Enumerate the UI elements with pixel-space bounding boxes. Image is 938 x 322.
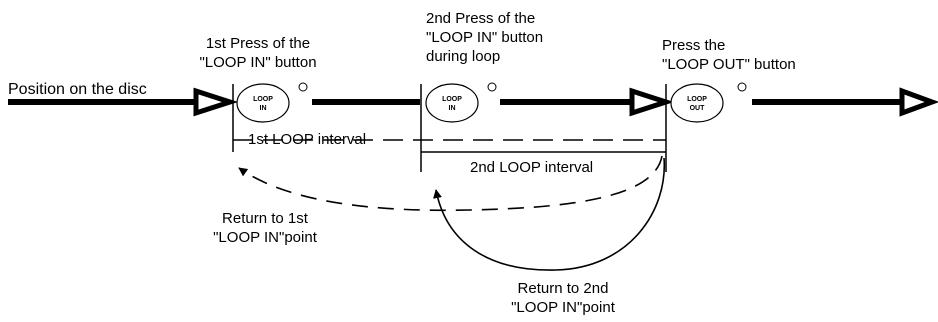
arrowhead-2 xyxy=(629,87,675,117)
indicator-led-1 xyxy=(298,82,308,92)
second-loop-interval-label: 2nd LOOP interval xyxy=(470,159,594,176)
loop-in-button-2: LOOP IN xyxy=(425,83,479,123)
return-first-label: Return to 1st "LOOP IN"point xyxy=(213,210,317,246)
first-loop-interval-label: 1st LOOP interval xyxy=(248,131,367,148)
arrowhead-1 xyxy=(193,87,239,117)
step-1-label: 1st Press of the "LOOP IN" button xyxy=(199,35,317,71)
axis-label: Position on the disc xyxy=(8,81,147,98)
svg-text:LOOP: LOOP xyxy=(253,96,273,103)
step-3-label: Press the "LOOP OUT" button xyxy=(662,37,796,73)
svg-text:LOOP: LOOP xyxy=(687,96,707,103)
indicator-led-2 xyxy=(487,82,497,92)
loop-in-button-1: LOOP IN xyxy=(236,83,290,123)
return-arc-second xyxy=(433,157,666,271)
step-2-label: 2nd Press of the "LOOP IN" button during… xyxy=(426,10,544,65)
svg-text:IN: IN xyxy=(260,105,267,112)
indicator-led-3 xyxy=(737,82,747,92)
svg-text:OUT: OUT xyxy=(690,105,706,112)
svg-text:IN: IN xyxy=(449,105,456,112)
return-second-label: Return to 2nd "LOOP IN"point xyxy=(511,280,615,316)
arrowhead-end xyxy=(899,87,938,117)
loop-out-button: LOOP OUT xyxy=(670,83,724,123)
return-arc-first xyxy=(238,155,663,212)
svg-text:LOOP: LOOP xyxy=(442,96,462,103)
